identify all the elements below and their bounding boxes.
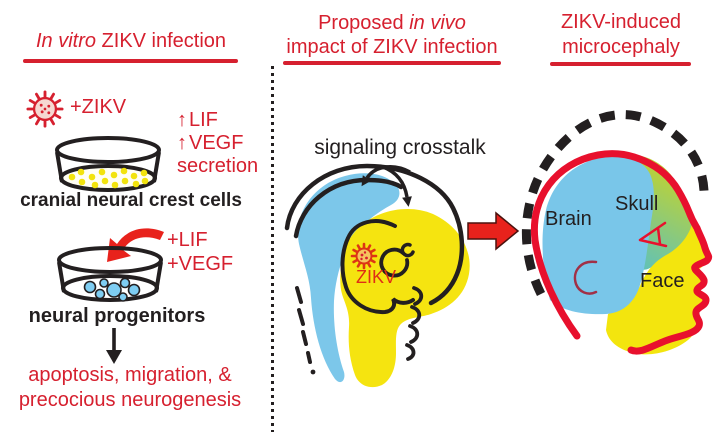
petri-dish-cncc xyxy=(55,136,161,192)
eye-icon xyxy=(638,221,668,248)
dish1-caption: cranial neural crest cells xyxy=(20,190,242,211)
embryo-body xyxy=(340,209,470,388)
normal-head-dashed-outline xyxy=(522,110,709,297)
right-title-underline xyxy=(550,62,691,66)
panel-divider xyxy=(271,66,274,432)
middle-panel-title: Proposed in vivo impact of ZIKV infectio… xyxy=(281,11,503,59)
plus-vegf-label: +VEGF xyxy=(167,253,234,275)
brain-region xyxy=(542,155,654,315)
middle-title-prefix: Proposed xyxy=(318,12,410,34)
head-illustration xyxy=(522,110,713,355)
lif-label: LIF xyxy=(189,109,218,131)
vegf-label: VEGF xyxy=(189,132,244,154)
lif-secretion-line: ↑LIF xyxy=(177,109,258,132)
right-block-arrow-icon xyxy=(467,211,520,251)
plus-lif-label: +LIF xyxy=(167,229,208,251)
outcome-line2: precocious neurogenesis xyxy=(18,389,242,411)
zikv-virus-icon xyxy=(350,242,378,270)
brain-label: Brain xyxy=(545,208,592,230)
middle-title-italic: in vivo xyxy=(409,12,466,34)
plus-zikv-label: +ZIKV xyxy=(70,96,127,118)
dish2-caption: neural progenitors xyxy=(28,305,206,327)
zikv-label: ZIKV xyxy=(355,267,396,287)
embryo-neural-tube xyxy=(298,173,400,383)
right-title-line1: ZIKV-induced xyxy=(560,11,682,33)
vegf-secretion-line: ↑VEGF xyxy=(177,132,258,155)
down-arrow-icon xyxy=(106,328,122,364)
crosstalk-label: signaling crosstalk xyxy=(314,136,486,159)
middle-title-underline xyxy=(283,61,501,65)
left-panel-title: In vitro ZIKV infection xyxy=(21,29,241,53)
face-region xyxy=(606,224,708,355)
petri-dish-progenitors xyxy=(57,246,163,302)
skull-label: Skull xyxy=(615,193,659,215)
embryo-illustration xyxy=(284,163,470,388)
face-label: Face xyxy=(640,270,685,292)
up-arrow-icon: ↑ xyxy=(177,109,187,131)
right-title-line2: microcephaly xyxy=(562,36,680,58)
middle-title-line2: impact of ZIKV infection xyxy=(286,36,498,58)
left-title-underline xyxy=(23,59,238,63)
microcephalic-head-outline xyxy=(530,150,713,355)
zikv-virus-icon xyxy=(26,90,64,128)
secretion-word: secretion xyxy=(177,155,259,177)
right-panel-title: ZIKV-induced microcephaly xyxy=(549,10,693,60)
red-curved-arrow-icon xyxy=(107,228,164,262)
secretion-block: ↑LIF ↑VEGF secretion xyxy=(177,109,258,178)
up-arrow-icon: ↑ xyxy=(177,132,187,154)
crosstalk-arrows xyxy=(365,165,411,198)
ear-icon xyxy=(573,260,598,295)
middle-title-line1: Proposed in vivo xyxy=(281,11,503,35)
growth-factor-block: +LIF +VEGF xyxy=(167,228,233,276)
left-title-italic: In vitro xyxy=(35,30,96,52)
outcome-line1: apoptosis, migration, & xyxy=(28,364,232,386)
left-title-rest: ZIKV infection xyxy=(95,30,227,52)
